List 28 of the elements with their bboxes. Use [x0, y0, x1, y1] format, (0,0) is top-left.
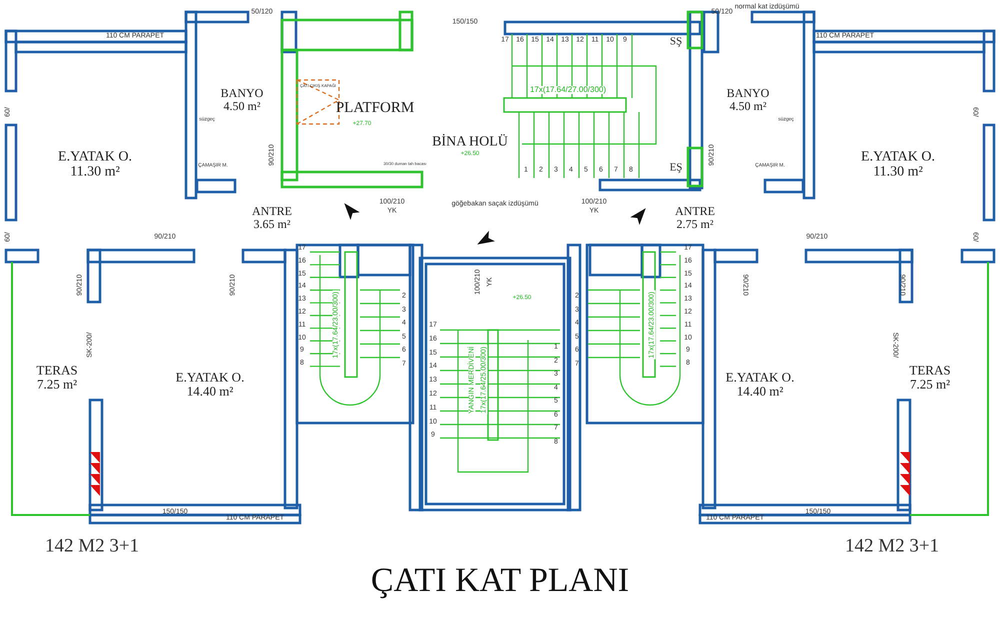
room-area: 14.40 m² — [736, 385, 784, 400]
unit-text: 142 M2 3+1 — [44, 536, 140, 556]
room-area: 11.30 m² — [70, 165, 120, 180]
stair-mark: EŞ — [670, 162, 682, 174]
room-area: 7.25 m² — [910, 378, 950, 392]
room-name: E.YATAK O. — [58, 150, 132, 165]
room-name: TERAS — [909, 364, 951, 378]
room-area: 4.50 m² — [224, 100, 260, 114]
room-name: BİNA HOLÜ — [432, 134, 508, 150]
room-area: 4.50 m² — [730, 100, 766, 114]
unit-text: 142 M2 3+1 — [844, 536, 940, 556]
stair-mark: SŞ — [670, 36, 682, 48]
stair-spec-text: 17x(17.64/27.00/300) — [528, 86, 608, 94]
room-name: PLATFORM — [336, 100, 414, 116]
room-name: BANYO — [220, 86, 264, 100]
room-area: 14.40 m² — [186, 385, 234, 400]
room-name: E.YATAK O. — [176, 370, 244, 385]
room-area: 2.75 m² — [676, 218, 714, 232]
room-name: E.YATAK O. — [726, 370, 794, 385]
room-name: ANTRE — [252, 204, 292, 218]
room-name: E.YATAK O. — [861, 150, 935, 165]
plan-title: ÇATI KAT PLANI — [370, 562, 630, 600]
room-area: 11.30 m² — [873, 165, 923, 180]
room-name: ANTRE — [675, 204, 715, 218]
room-area: 3.65 m² — [254, 218, 290, 232]
room-name: BANYO — [726, 86, 770, 100]
room-area: 7.25 m² — [37, 378, 77, 392]
room-name: TERAS — [36, 364, 78, 378]
